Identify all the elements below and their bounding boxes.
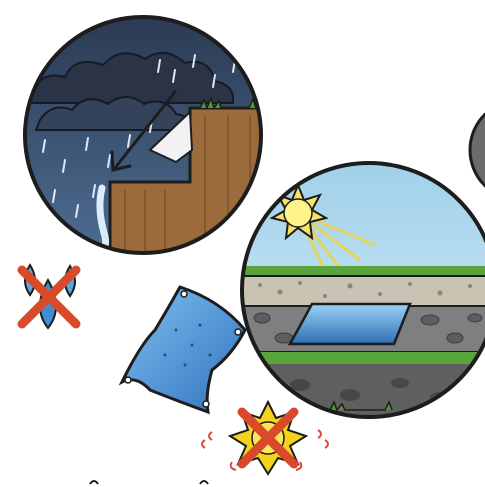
partial-panel-right bbox=[468, 112, 485, 188]
no-water-symbol bbox=[17, 263, 81, 330]
cross-icon bbox=[237, 407, 299, 469]
storm-cloud-icon bbox=[29, 52, 235, 131]
water-pool bbox=[287, 302, 412, 346]
cutoff-marks bbox=[89, 480, 209, 485]
no-sun-symbol bbox=[201, 399, 329, 476]
gravel-layer bbox=[242, 275, 485, 307]
rain-panel bbox=[23, 15, 263, 255]
torn-tarp bbox=[148, 109, 194, 164]
cross-icon bbox=[17, 265, 81, 329]
sun-panel bbox=[240, 161, 485, 419]
sun-icon bbox=[269, 182, 376, 283]
tarp-icon bbox=[118, 285, 247, 415]
arrow-icon bbox=[110, 90, 177, 172]
